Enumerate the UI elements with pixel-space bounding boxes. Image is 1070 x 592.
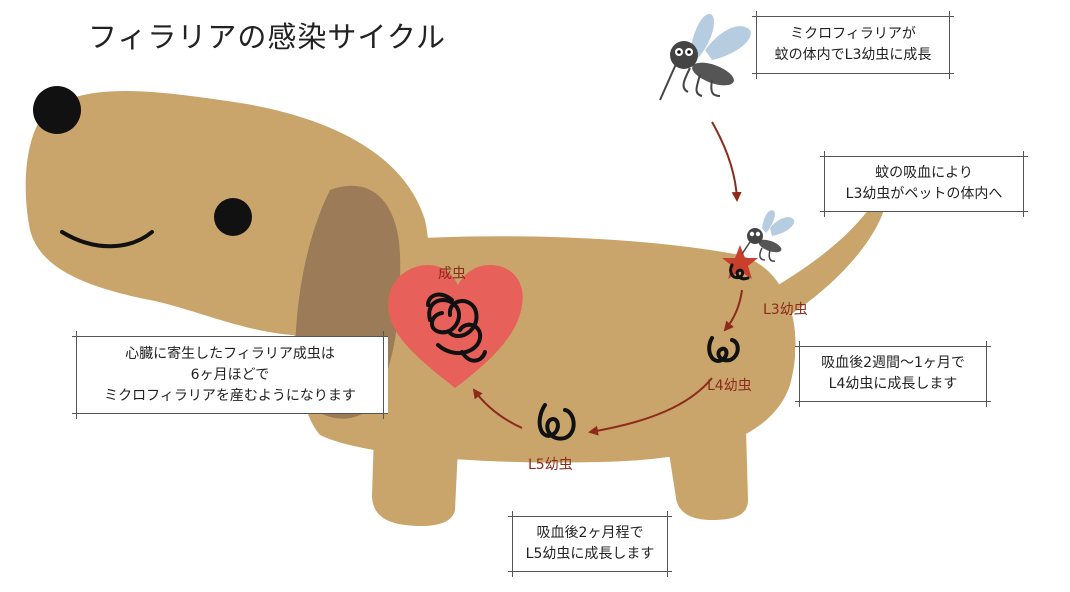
stage-label-adult: 成虫 <box>438 266 466 282</box>
note-mosquito-growth-line-2: 蚊の体内でL3幼虫に成長 <box>774 47 932 63</box>
stage-label-l5: L5幼虫 <box>528 457 573 473</box>
adult-worm-icon <box>426 292 487 363</box>
l5-worm-icon <box>537 403 576 441</box>
note-l5-growth: 吸血後2ヶ月程で L5幼虫に成長します <box>508 511 672 577</box>
dog-eye <box>214 198 252 236</box>
note-mosquito-growth-line-1: ミクロフィラリアが <box>790 26 916 42</box>
dog-tail <box>770 200 885 315</box>
dog-nose <box>33 86 81 134</box>
note-l5-growth-line-2: L5幼虫に成長します <box>525 546 655 562</box>
arrow-l3-to-l4 <box>723 289 743 332</box>
arrow-l5-to-heart <box>472 388 523 429</box>
note-adult: 心臓に寄生したフィラリア成虫は 6ヶ月ほどで ミクロフィラリアを産むようになりま… <box>72 331 388 419</box>
dog-mouth <box>60 230 154 249</box>
diagram-title: フィラリアの感染サイクル <box>88 20 446 54</box>
note-bite-line-2: L3幼虫がペットの体内へ <box>845 186 1003 202</box>
note-adult-line-3: ミクロフィラリアを産むようになります <box>104 387 356 404</box>
note-l5-growth-line-1: 吸血後2ヶ月程で <box>536 525 644 541</box>
l3-worm-icon <box>729 263 750 281</box>
l4-worm-icon <box>707 336 740 363</box>
note-adult-line-1: 心臓に寄生したフィラリア成虫は <box>125 345 335 362</box>
note-mosquito-growth: ミクロフィラリアが 蚊の体内でL3幼虫に成長 <box>752 11 954 79</box>
arrow-l4-to-l5 <box>588 377 713 436</box>
stage-label-l3: L3幼虫 <box>763 302 808 318</box>
note-adult-line-2: 6ヶ月ほどで <box>190 366 270 383</box>
mosquito-icon <box>659 14 751 101</box>
arrow-mosquito-to-bite <box>711 121 742 202</box>
note-l4-growth-line-1: 吸血後2週間〜1ヶ月で <box>821 355 965 371</box>
note-bite-line-1: 蚊の吸血により <box>875 165 973 181</box>
cycle-arrows <box>472 121 743 436</box>
small-mosquito-icon <box>741 210 795 262</box>
note-bite: 蚊の吸血により L3幼虫がペットの体内へ <box>820 151 1028 217</box>
stage-label-l4: L4幼虫 <box>707 378 752 394</box>
note-l4-growth-line-2: L4幼虫に成長します <box>828 376 958 392</box>
note-l4-growth: 吸血後2週間〜1ヶ月で L4幼虫に成長します <box>795 341 991 407</box>
